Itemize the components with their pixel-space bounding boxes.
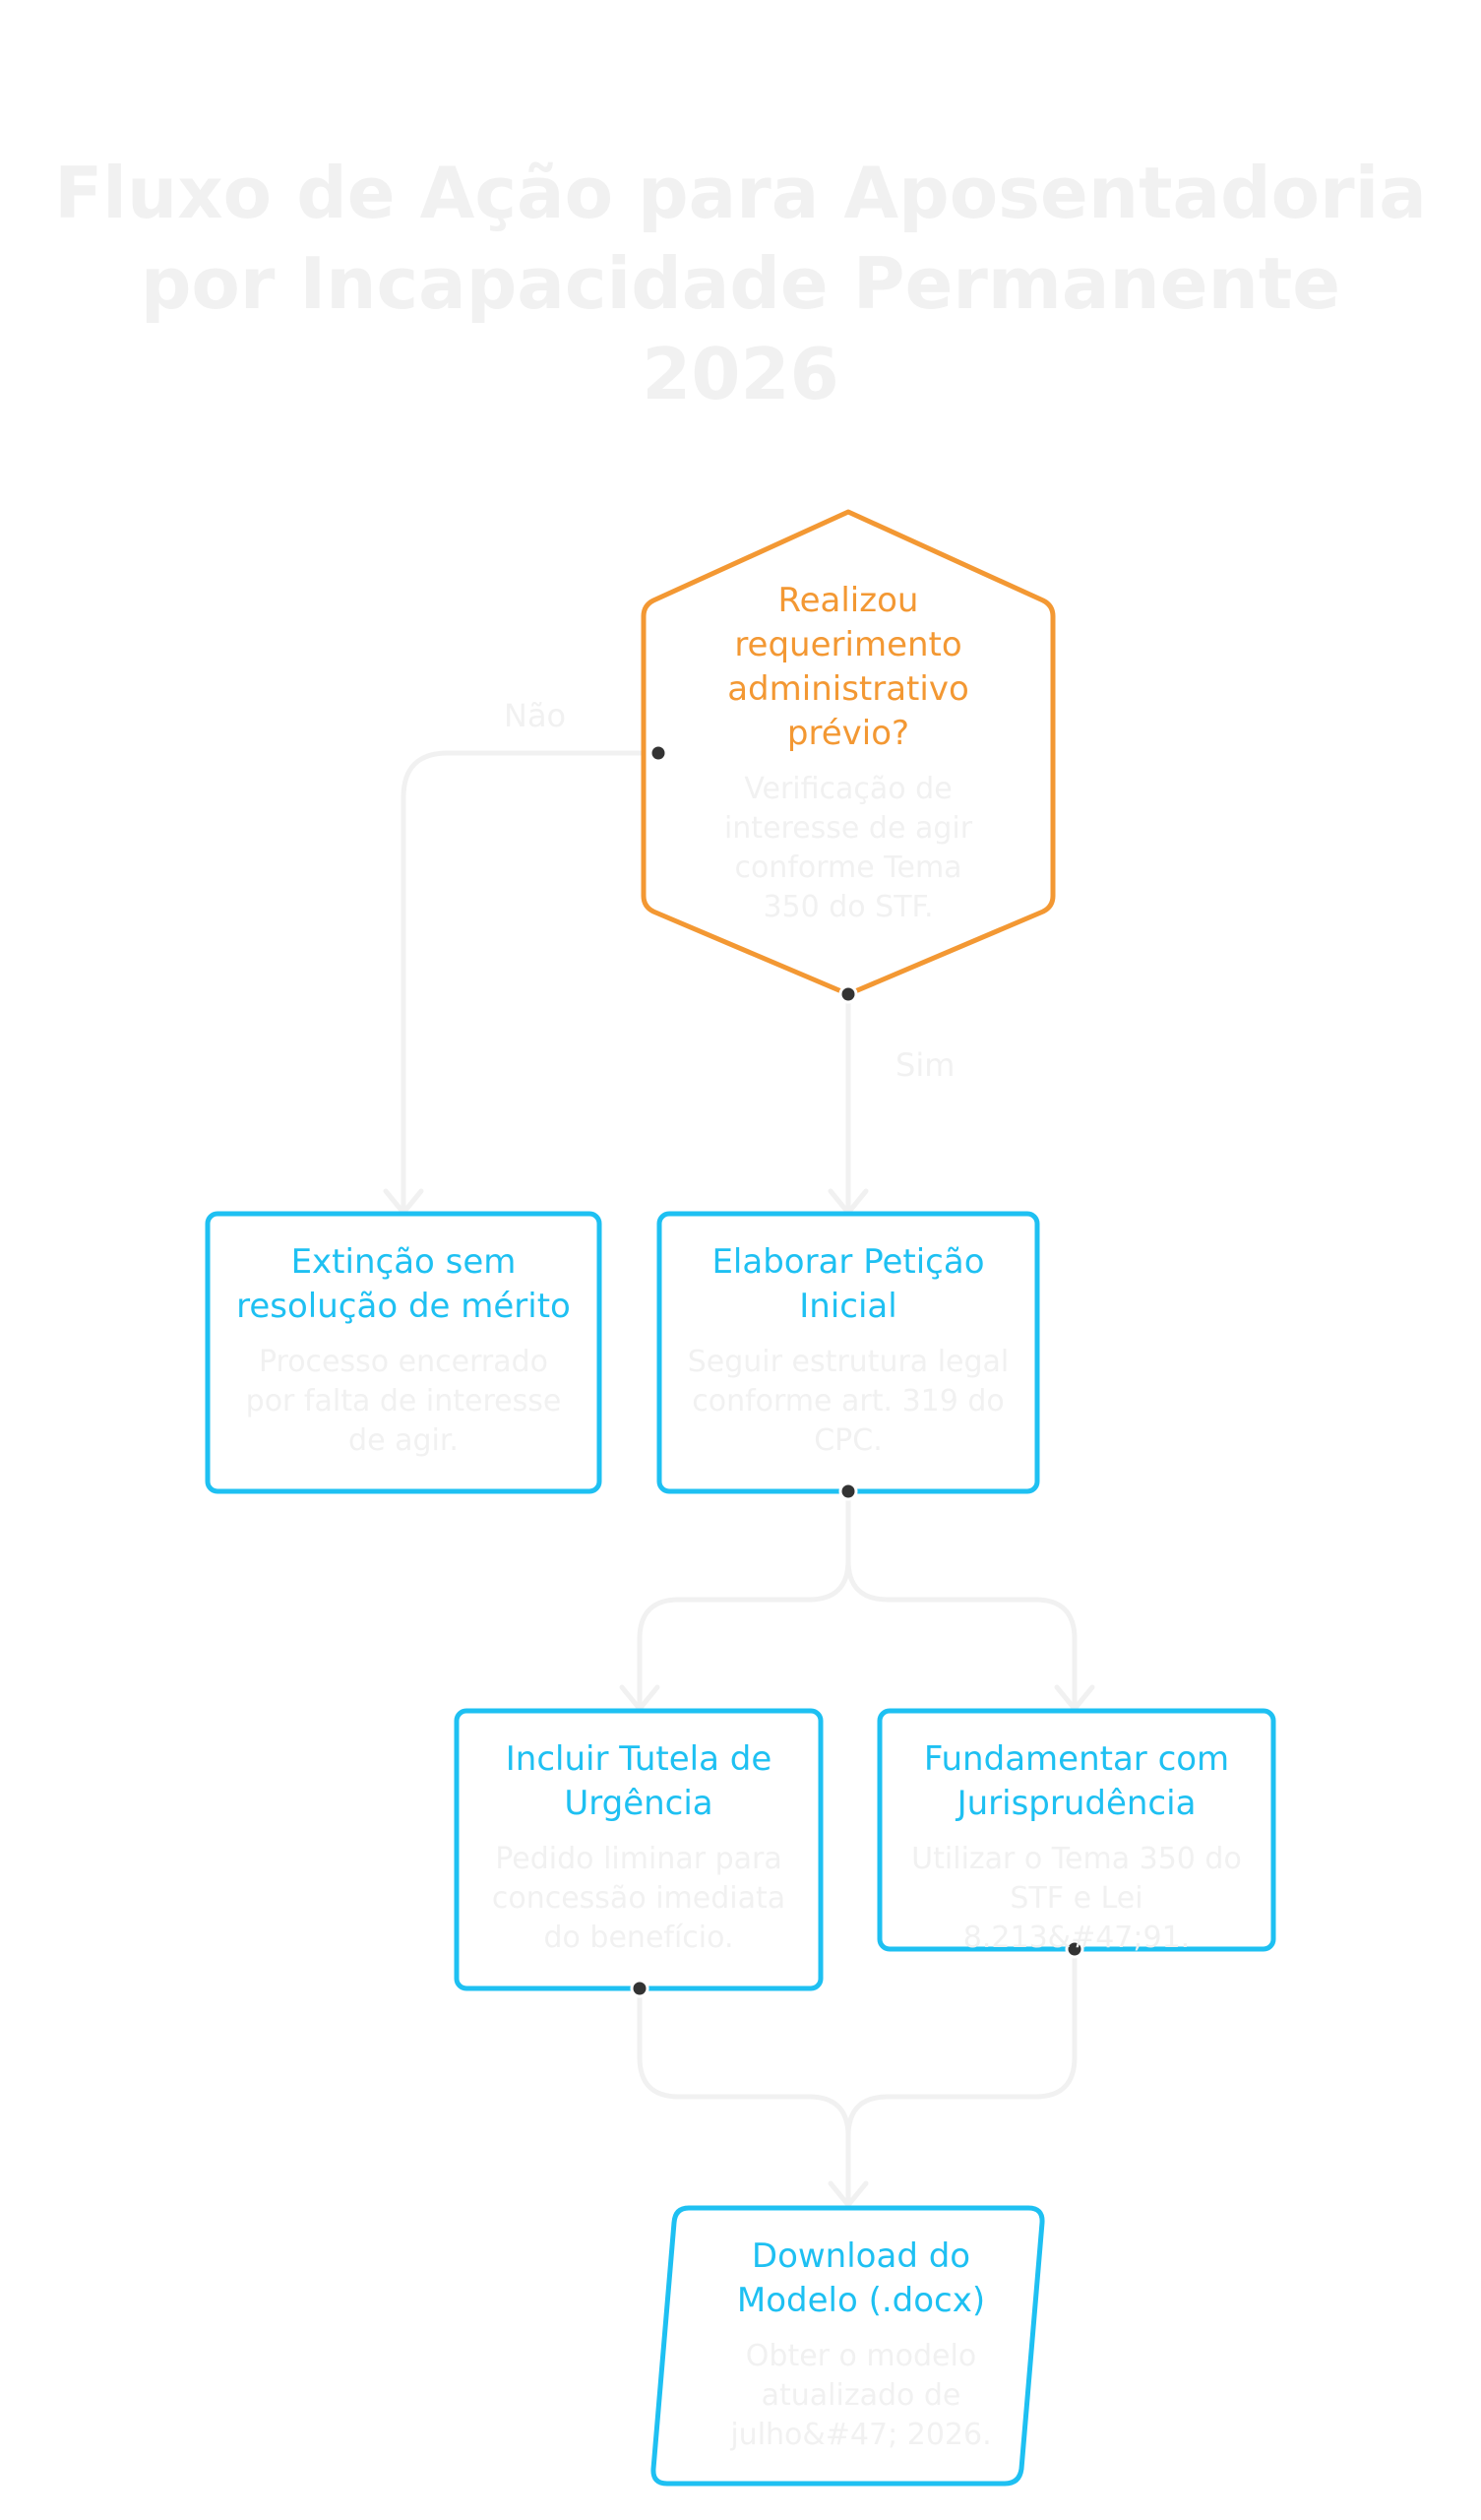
download-parallelogram <box>650 2205 1045 2487</box>
peticao-desc: Seguir estrutura legal conforme art. 319… <box>687 1345 1010 1458</box>
extincao-box <box>205 1211 602 1494</box>
page-title: Fluxo de Ação para Aposentadoria por Inc… <box>54 152 1427 415</box>
extincao-desc: Processo encerrado por falta de interess… <box>245 1345 562 1458</box>
connector-dot <box>838 984 858 1004</box>
connector-dot <box>838 1481 858 1501</box>
connector-dot <box>648 743 668 763</box>
edge-label-nao: Não <box>504 697 567 734</box>
edge-label-sim: Sim <box>895 1046 956 1084</box>
edge-nao <box>401 750 662 1214</box>
decision-node: Realizou requerimento administrativo pré… <box>709 579 988 927</box>
jurisprudencia-desc: Utilizar o Tema 350 do STF e Lei 8.213&#… <box>911 1842 1242 1955</box>
tutela-title: Incluir Tutela de Urgência <box>505 1739 772 1823</box>
edge-jurisprudencia-download <box>845 1946 1078 2139</box>
connector-dot <box>630 1979 649 1998</box>
jurisprudencia-title: Fundamentar com Jurisprudência <box>923 1739 1230 1823</box>
download-title: Download do Modelo (.docx) <box>736 2236 986 2320</box>
extincao-node: Extinção sem resolução de mérito Process… <box>231 1240 576 1461</box>
download-desc: Obter o modelo atualizado de julho&#47; … <box>730 2339 992 2452</box>
download-node: Download do Modelo (.docx) Obter o model… <box>709 2235 1014 2455</box>
peticao-node: Elaborar Petição Inicial Seguir estrutur… <box>684 1240 1013 1461</box>
connector-dot <box>1065 1939 1084 1959</box>
peticao-title: Elaborar Petição Inicial <box>711 1242 985 1326</box>
arrow-head-download <box>828 2180 869 2208</box>
jurisprudencia-node: Fundamentar com Jurisprudência Utilizar … <box>905 1737 1248 1958</box>
tutela-node: Incluir Tutela de Urgência Pedido limina… <box>482 1737 795 1958</box>
decision-title: Realizou requerimento administrativo pré… <box>727 581 969 753</box>
edge-peticao-jurisprudencia <box>845 1557 1078 1711</box>
decision-desc: Verificação de interesse de agir conform… <box>723 772 973 924</box>
extincao-title: Extinção sem resolução de mérito <box>236 1242 571 1326</box>
tutela-desc: Pedido liminar para concessão imediata d… <box>491 1842 786 1955</box>
edge-peticao-tutela <box>637 1488 851 1711</box>
edge-tutela-download <box>637 1985 851 2208</box>
